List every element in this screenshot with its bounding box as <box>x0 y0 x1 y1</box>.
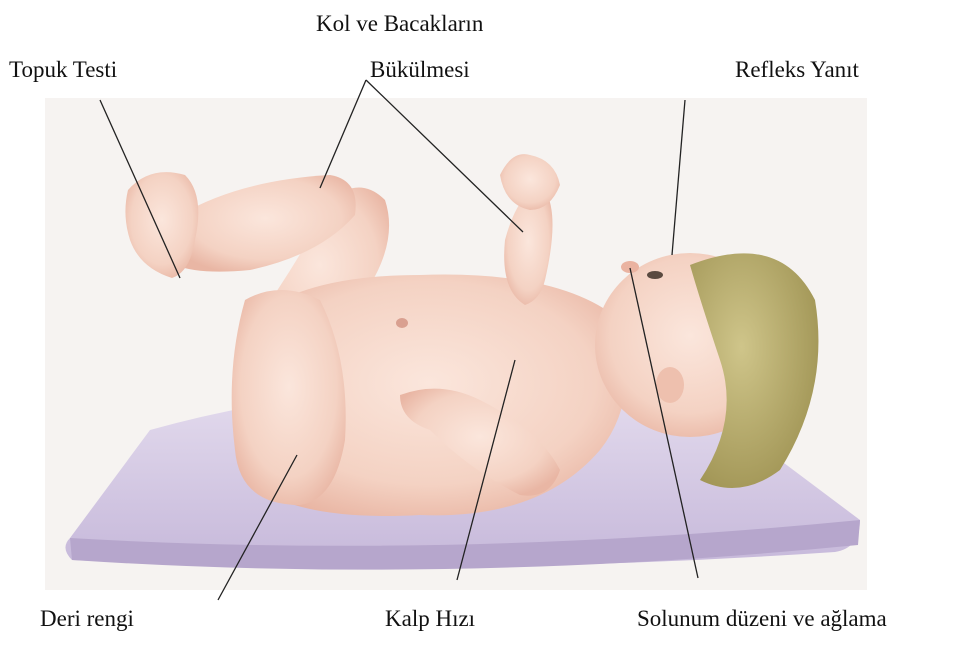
baby-leg-front <box>232 290 346 505</box>
baby-eye <box>647 271 663 279</box>
baby-ear <box>656 367 684 403</box>
baby-nose <box>621 261 639 273</box>
baby-navel <box>396 318 408 328</box>
